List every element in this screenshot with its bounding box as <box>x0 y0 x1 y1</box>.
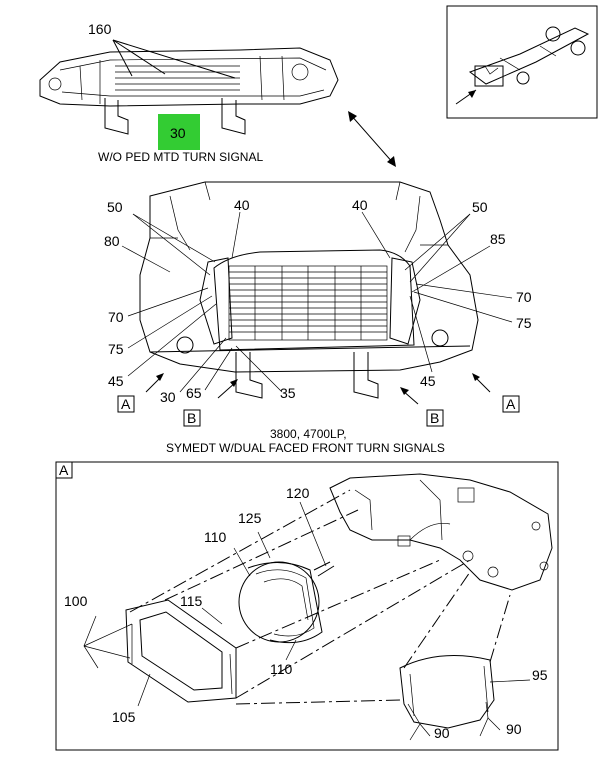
chassis-locator-inset <box>446 5 598 119</box>
callout-45-left: 45 <box>108 373 124 389</box>
callout-50-right: 50 <box>472 199 488 215</box>
callout-65: 65 <box>186 385 202 401</box>
main-caption-line2: SYMEDT W/DUAL FACED FRONT TURN SIGNALS <box>166 441 445 455</box>
detail-a-assembly <box>83 473 553 741</box>
callout-110-top: 110 <box>204 529 227 545</box>
callout-75-right: 75 <box>516 315 532 331</box>
callout-40-left: 40 <box>234 197 250 213</box>
svg-text:A: A <box>121 396 131 412</box>
callout-125: 125 <box>238 510 262 526</box>
callout-120: 120 <box>286 485 310 501</box>
callout-90-right: 90 <box>506 721 522 737</box>
callout-30: 30 <box>160 389 176 405</box>
view-marker-b-left: B <box>183 409 201 427</box>
svg-text:B: B <box>187 410 196 426</box>
view-marker-a-right: A <box>502 395 520 413</box>
callout-115: 115 <box>180 593 203 609</box>
callout-100: 100 <box>64 593 88 609</box>
highlight-box <box>158 114 200 150</box>
callout-70-right: 70 <box>516 289 532 305</box>
view-link-arrow <box>348 111 396 167</box>
callout-160: 160 <box>88 21 112 37</box>
callout-35: 35 <box>280 385 296 401</box>
detail-a-tag: A <box>55 461 73 479</box>
front-end-assembly <box>121 181 513 405</box>
detail-a-frame <box>55 461 559 751</box>
view-marker-b-right: B <box>426 409 444 427</box>
callout-40-right: 40 <box>352 197 368 213</box>
callout-50-left: 50 <box>107 199 123 215</box>
svg-text:A: A <box>506 396 516 412</box>
view-marker-a-left: A <box>117 395 135 413</box>
callout-70-left: 70 <box>108 309 124 325</box>
callout-105: 105 <box>112 709 136 725</box>
callout-30-highlighted: 30 <box>170 125 186 141</box>
callout-45-right: 45 <box>420 373 436 389</box>
callout-90-left: 90 <box>434 725 450 741</box>
svg-text:B: B <box>430 410 439 426</box>
main-caption-line1: 3800, 4700LP, <box>270 427 347 441</box>
callout-75-left: 75 <box>108 341 124 357</box>
svg-text:A: A <box>59 462 69 478</box>
callout-110-bottom: 110 <box>270 661 293 677</box>
top-view-assembly <box>39 39 339 135</box>
callout-85: 85 <box>490 231 506 247</box>
callout-95: 95 <box>532 667 548 683</box>
callout-80: 80 <box>104 233 120 249</box>
top-view-caption: W/O PED MTD TURN SIGNAL <box>98 150 263 164</box>
